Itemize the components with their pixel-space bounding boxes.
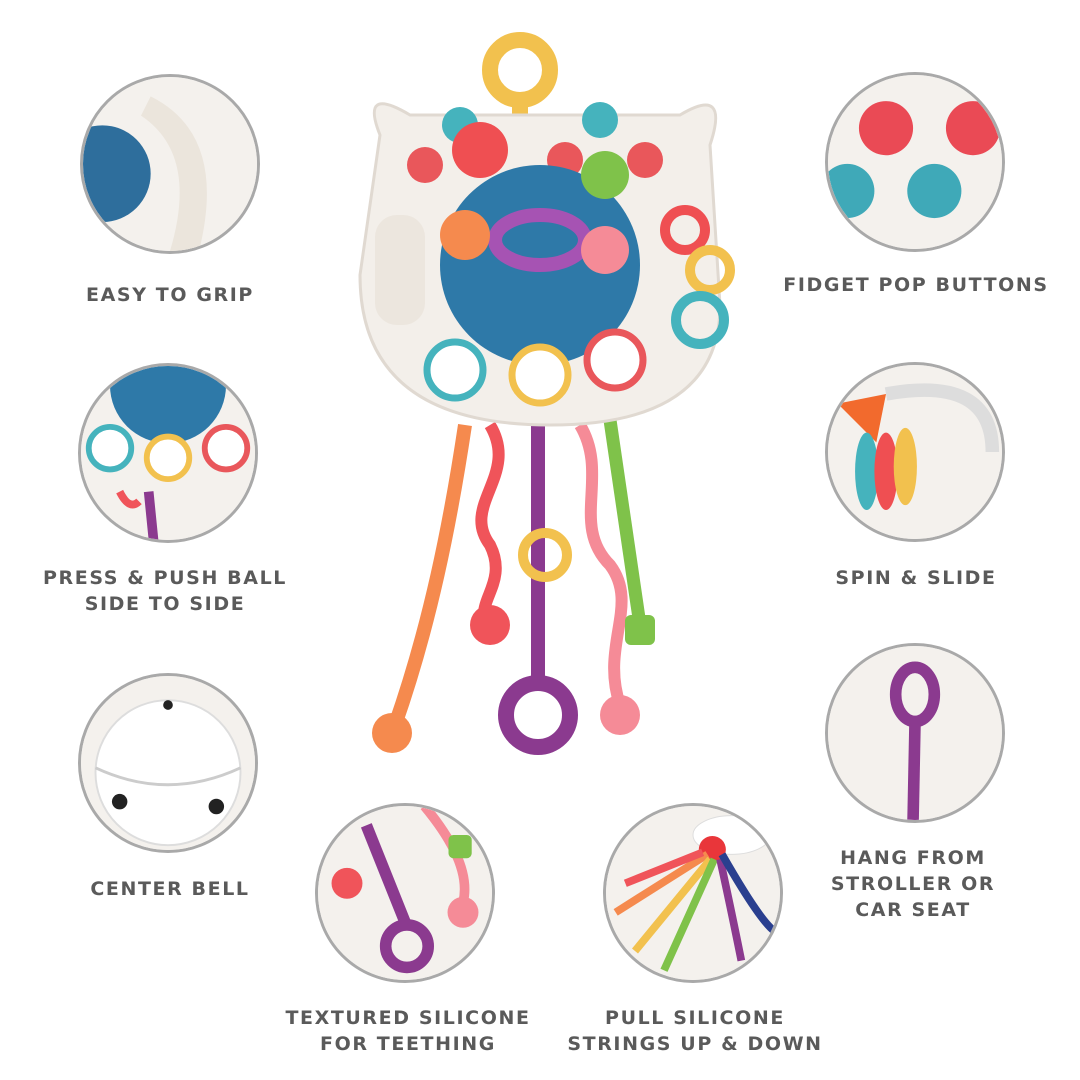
fidget-pop-buttons-label: FIDGET POP BUTTONS xyxy=(783,274,1049,296)
product-image-pull-string-toy xyxy=(358,32,735,755)
easy-to-grip-image xyxy=(80,74,260,254)
press-push-ball-image xyxy=(78,363,258,543)
center-bell-label: CENTER BELL xyxy=(90,878,250,900)
center-bell-image xyxy=(78,673,258,853)
spin-slide-label: SPIN & SLIDE xyxy=(835,567,997,589)
spin-slide-image xyxy=(825,362,1005,542)
fidget-pop-buttons-image xyxy=(825,72,1005,252)
textured-silicone-image xyxy=(315,803,495,983)
easy-to-grip-label: EASY TO GRIP xyxy=(86,284,254,306)
pull-silicone-strings-image xyxy=(603,803,783,983)
hang-stroller-image xyxy=(825,643,1005,823)
